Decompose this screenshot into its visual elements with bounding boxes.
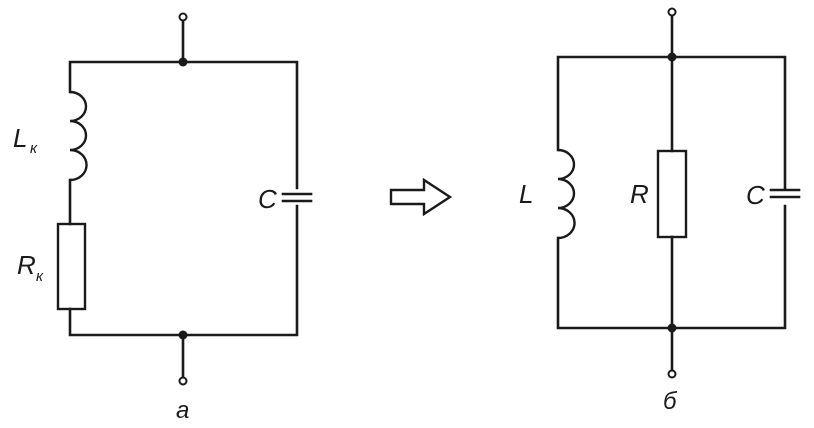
bottom-terminal-b xyxy=(667,369,677,379)
resistor-label-a: R xyxy=(17,250,36,280)
circuit-a: L к R к C а xyxy=(13,12,313,424)
inductor-a xyxy=(69,90,88,182)
resistor-subscript-a: к xyxy=(36,268,44,285)
inductor-b xyxy=(557,148,576,240)
top-terminal-b xyxy=(667,7,677,17)
bottom-wire-a xyxy=(68,204,299,337)
capacitor-label-a: C xyxy=(258,184,277,214)
top-wire-a xyxy=(68,60,299,190)
capacitor-label-b: C xyxy=(746,180,765,210)
circuit-b: L R C б xyxy=(519,7,801,415)
caption-b: б xyxy=(663,388,678,415)
resistor-a xyxy=(56,222,87,311)
top-terminal-a xyxy=(178,12,188,22)
resistor-label-b: R xyxy=(630,179,649,209)
caption-a: а xyxy=(176,397,189,424)
resistor-b xyxy=(656,149,688,239)
inductor-label-b: L xyxy=(519,179,533,209)
hollow-right-arrow-icon xyxy=(389,177,453,217)
inductor-label-a: L xyxy=(13,123,27,153)
bottom-terminal-a xyxy=(178,376,188,386)
inductor-subscript-a: к xyxy=(30,140,38,157)
